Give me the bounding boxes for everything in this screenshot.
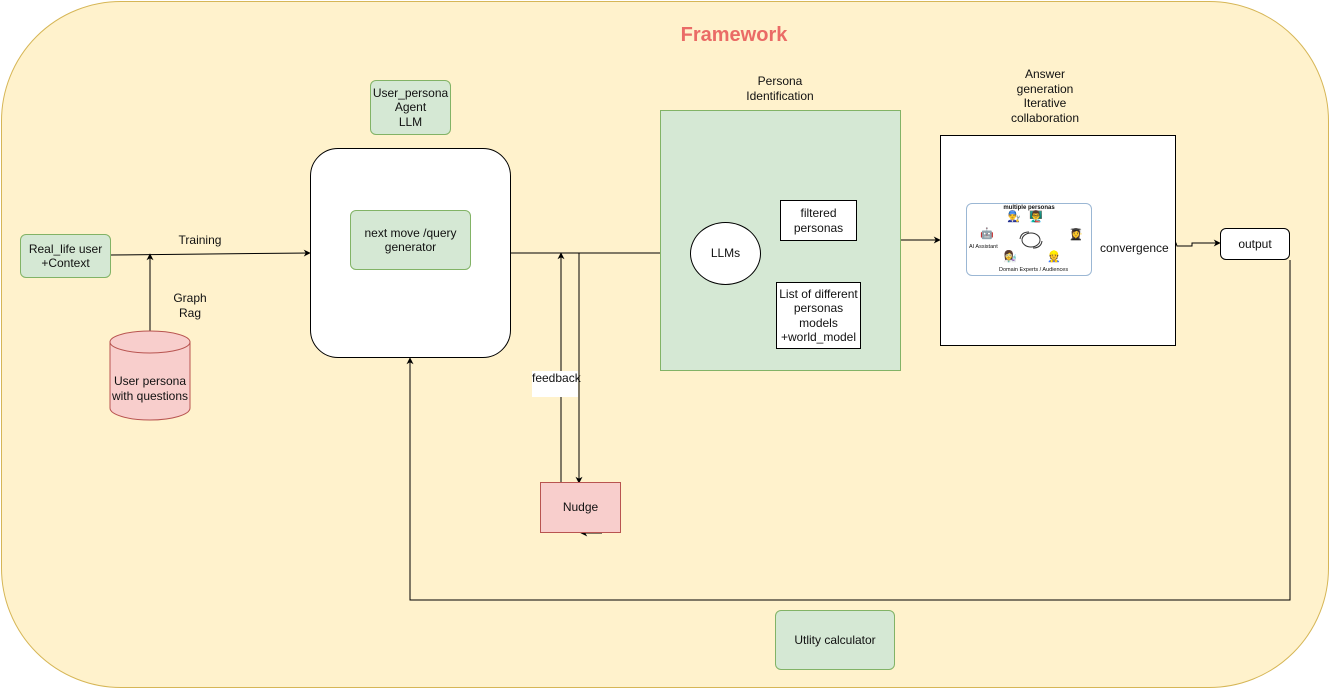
query-generator-node[interactable]: next move /query generator (350, 210, 471, 270)
robot-icon: 🤖 (980, 228, 994, 240)
feedback-label: feedback (532, 371, 581, 397)
answer-generation-label: Answer generation Iterative collaboratio… (1010, 67, 1080, 125)
output-node[interactable]: output (1220, 228, 1290, 260)
audience-label: Domain Experts / Audiences (999, 267, 1069, 273)
training-label: Training (178, 233, 222, 247)
edge-utility-loop (406, 260, 1291, 601)
edge-training (109, 249, 311, 257)
filtered-personas-node[interactable]: filtered personas (780, 200, 857, 241)
diagram-title: Framework (680, 24, 788, 46)
persona-identification-label: Persona Identification (746, 74, 814, 103)
llms-node[interactable]: LLMs (690, 222, 761, 285)
graduate-icon: 👩‍🎓 (1069, 229, 1083, 241)
user-persona-database[interactable] (109, 330, 191, 422)
graph-rag-label: Graph Rag (173, 291, 207, 320)
user-persona-db-label: User persona with questions (111, 374, 189, 403)
multiple-personas-title: multiple personas (1003, 205, 1055, 211)
utility-calculator-node[interactable]: Utlity calculator (775, 610, 895, 670)
ai-assistant-label: AI Assistant (969, 244, 998, 250)
persona-models-node[interactable]: List of different personas models +world… (776, 282, 861, 349)
worker-icon: 👷 (1047, 251, 1061, 263)
scientist-icon: 👩‍🔬 (1003, 251, 1017, 263)
nudge-node[interactable]: Nudge (540, 482, 621, 533)
convergence-label: convergence (1100, 241, 1169, 256)
chat-bubble-icon (1019, 231, 1043, 249)
expert-icon: 👨‍🔧 (1007, 211, 1021, 223)
user-persona-agent-node[interactable]: User_persona Agent LLM (370, 80, 451, 135)
real-life-user-node[interactable]: Real_life user +Context (20, 234, 111, 278)
multiple-personas-card: multiple personas 🤖 AI Assistant 👨‍🔧 👨‍🏫… (966, 203, 1092, 276)
teacher-icon: 👨‍🏫 (1029, 211, 1043, 223)
